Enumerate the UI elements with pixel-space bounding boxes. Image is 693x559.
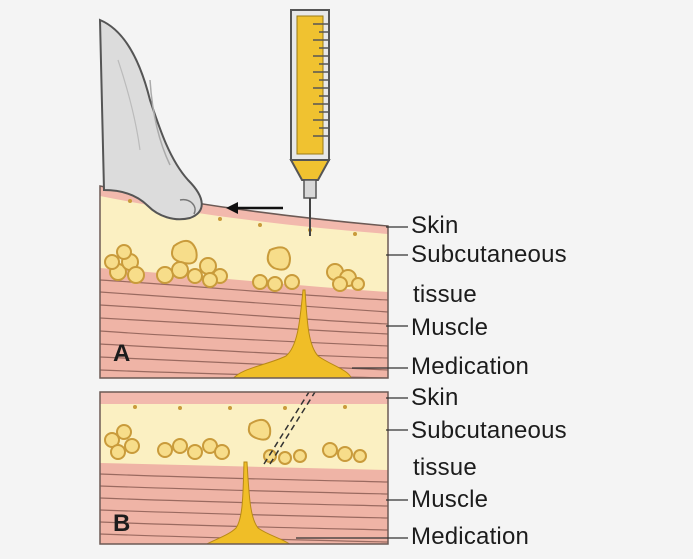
panel-b-label-skin: Skin: [411, 386, 459, 410]
panel-b-label-subcutaneous: Subcutaneous: [411, 419, 567, 443]
panel-b-letter: B: [113, 512, 130, 536]
panel-b-skin-layer: [100, 392, 390, 404]
panel-a-label-medication: Medication: [411, 355, 529, 379]
panel-b-label-tissue: tissue: [413, 456, 477, 480]
panel-b-label-muscle: Muscle: [411, 488, 488, 512]
panel-a-label-skin: Skin: [411, 214, 459, 238]
syringe-icon: [291, 10, 329, 236]
panel-a-label-tissue: tissue: [413, 283, 477, 307]
panel-a-label-subcutaneous: Subcutaneous: [411, 243, 567, 267]
panel-b-tissue: [100, 392, 390, 552]
gloved-hand-icon: [100, 20, 202, 219]
panel-a-letter: A: [113, 342, 130, 366]
panel-a-label-muscle: Muscle: [411, 316, 488, 340]
panel-b-label-medication: Medication: [411, 525, 529, 549]
